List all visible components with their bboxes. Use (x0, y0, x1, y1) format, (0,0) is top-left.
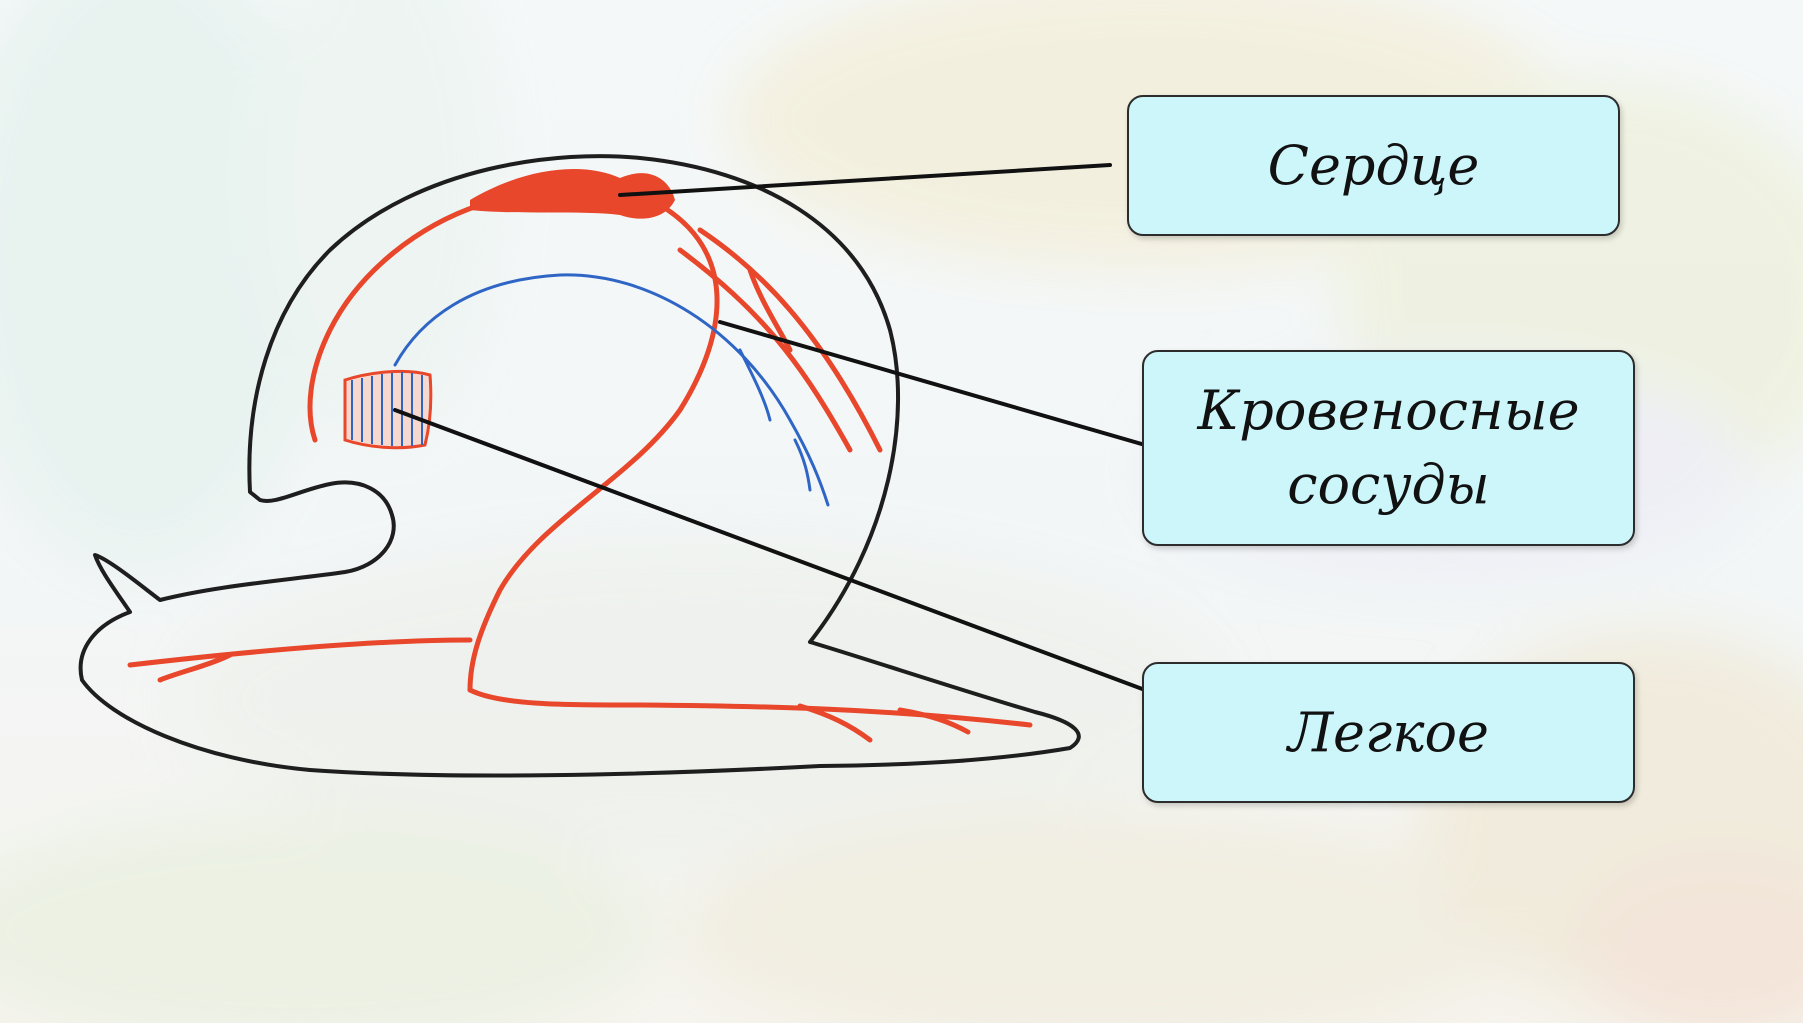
label-heart: Сердце (1127, 95, 1620, 236)
vessel-pulmonary-vein (395, 275, 828, 505)
label-vessels-line1: Кровеносные (1197, 374, 1579, 448)
vessel-head (130, 640, 470, 665)
vessel-pulmonary-branch (740, 350, 770, 420)
leader-line-vessels (720, 322, 1145, 445)
label-lung-text: Легкое (1288, 696, 1489, 770)
lung-shape (345, 371, 431, 447)
vessel-pulmonary-branch-2 (795, 440, 810, 490)
label-blood-vessels: Кровеносные сосуды (1142, 350, 1635, 546)
label-vessels-line2: сосуды (1197, 448, 1579, 522)
leader-line-heart (620, 165, 1110, 195)
label-lung: Легкое (1142, 662, 1635, 803)
leader-line-lung (395, 410, 1145, 690)
snail-outline (81, 156, 1079, 775)
label-heart-text: Сердце (1268, 129, 1480, 203)
